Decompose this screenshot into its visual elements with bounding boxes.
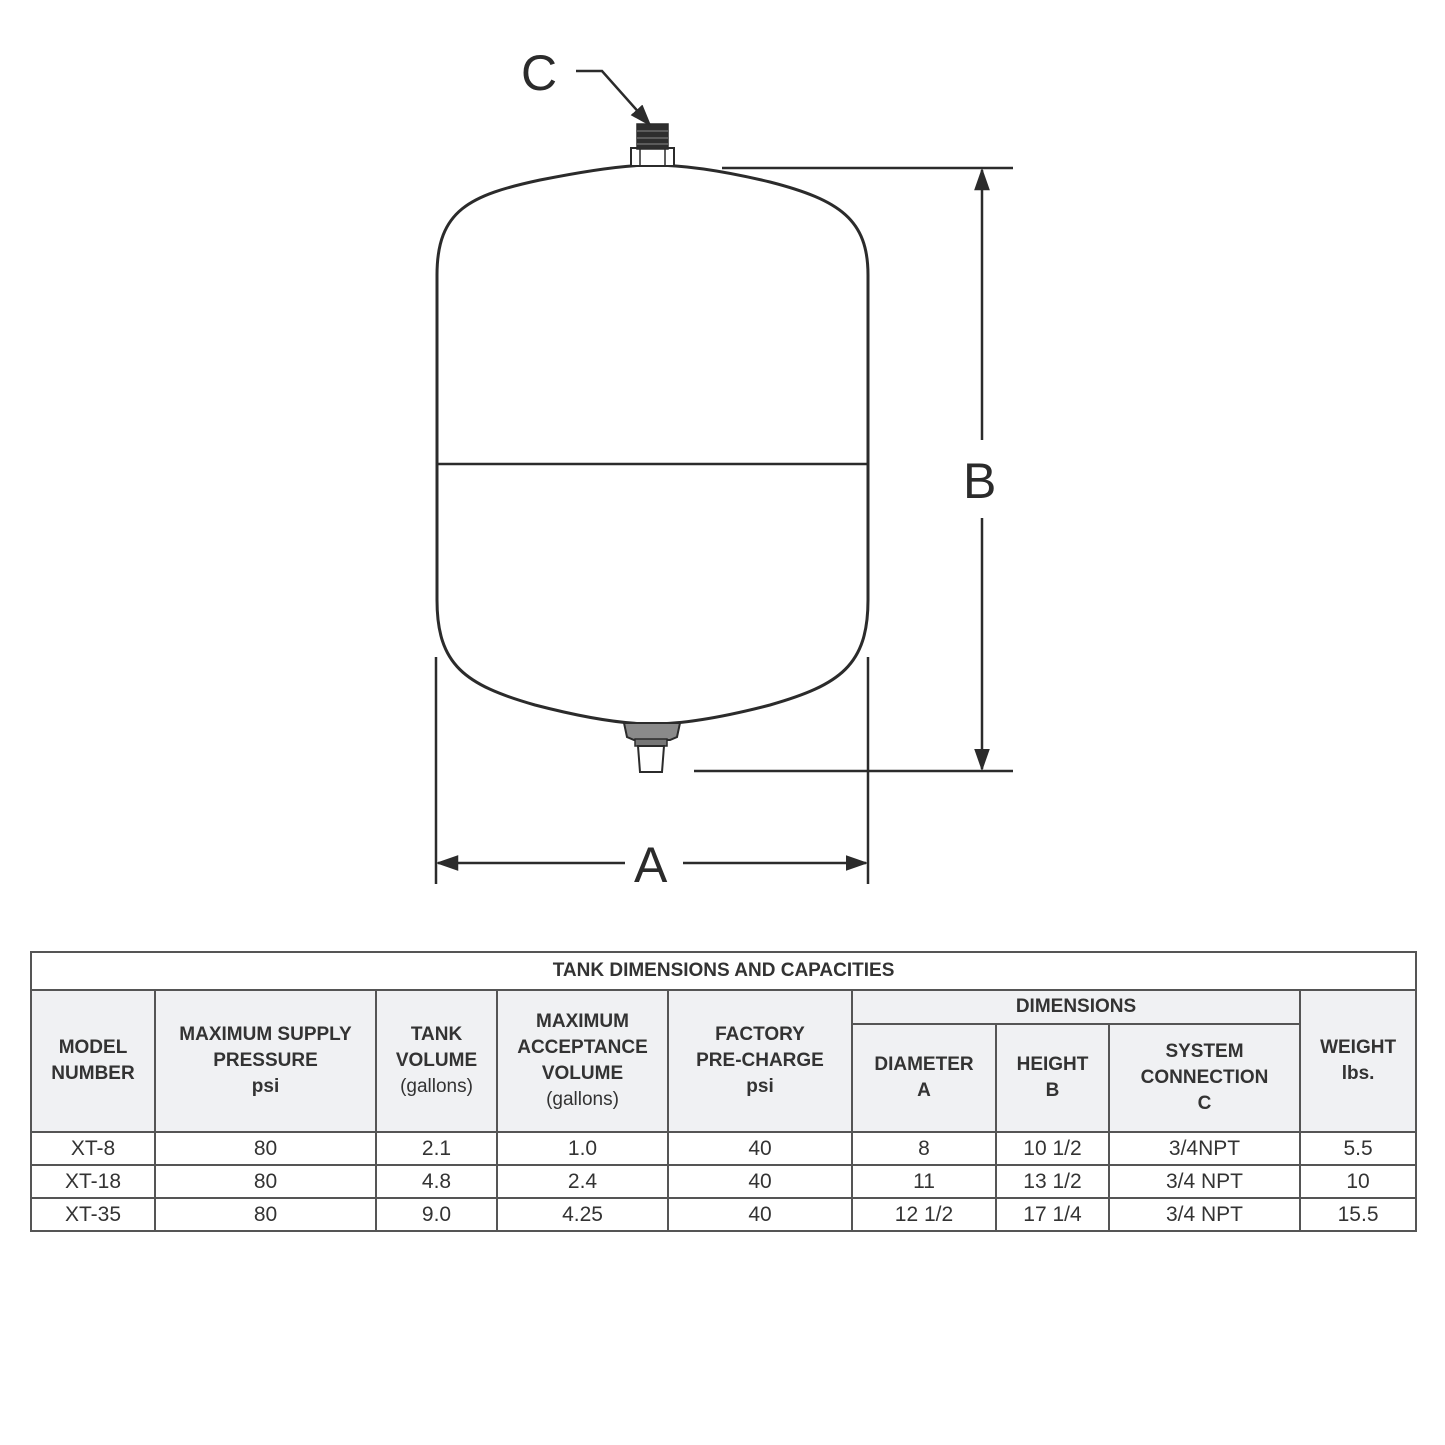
cell-max-pressure: 80 [154, 1197, 377, 1232]
cell-connection: 3/4NPT [1108, 1131, 1301, 1166]
connection-leader: C [521, 45, 652, 127]
cell-acceptance-volume: 4.25 [496, 1197, 669, 1232]
label-c: C [521, 45, 557, 101]
cell-model: XT-18 [30, 1164, 156, 1199]
cell-acceptance-volume: 2.4 [496, 1164, 669, 1199]
tank-diagram: C B A [434, 45, 1013, 893]
cell-weight: 5.5 [1298, 1131, 1418, 1166]
cell-diameter: 11 [851, 1164, 997, 1199]
bottom-drain-fitting [622, 722, 682, 773]
cell-height: 17 1/4 [995, 1197, 1110, 1232]
cell-diameter: 12 1/2 [851, 1197, 997, 1232]
diameter-dimension [434, 657, 870, 884]
cell-connection: 3/4 NPT [1108, 1164, 1301, 1199]
cell-acceptance-volume: 1.0 [496, 1131, 669, 1166]
cell-max-pressure: 80 [154, 1131, 377, 1166]
cell-model: XT-8 [30, 1131, 156, 1166]
height-dimension [694, 166, 1013, 773]
cell-precharge: 40 [667, 1164, 853, 1199]
cell-precharge: 40 [667, 1131, 853, 1166]
top-connection-fitting [630, 123, 675, 167]
cell-tank-volume: 2.1 [375, 1131, 498, 1166]
label-a: A [634, 837, 668, 893]
cell-weight: 15.5 [1298, 1197, 1418, 1232]
tank-body [435, 163, 870, 726]
table-row: XT-18 80 4.8 2.4 40 11 13 1/2 3/4 NPT 10 [30, 1164, 1418, 1199]
cell-height: 13 1/2 [995, 1164, 1110, 1199]
cell-model: XT-35 [30, 1197, 156, 1232]
cell-connection: 3/4 NPT [1108, 1197, 1301, 1232]
table-title: TANK DIMENSIONS AND CAPACITIES [29, 951, 1418, 991]
cell-tank-volume: 9.0 [375, 1197, 498, 1232]
cell-max-pressure: 80 [154, 1164, 377, 1199]
cell-weight: 10 [1298, 1164, 1418, 1199]
cell-precharge: 40 [667, 1197, 853, 1232]
cell-tank-volume: 4.8 [375, 1164, 498, 1199]
cell-diameter: 8 [851, 1131, 997, 1166]
table-row: XT-35 80 9.0 4.25 40 12 1/2 17 1/4 3/4 N… [30, 1197, 1418, 1232]
label-b: B [963, 453, 996, 509]
header-dimensions-group: DIMENSIONS [851, 989, 1301, 1025]
cell-height: 10 1/2 [995, 1131, 1110, 1166]
table-row: XT-8 80 2.1 1.0 40 8 10 1/2 3/4NPT 5.5 [30, 1131, 1418, 1166]
